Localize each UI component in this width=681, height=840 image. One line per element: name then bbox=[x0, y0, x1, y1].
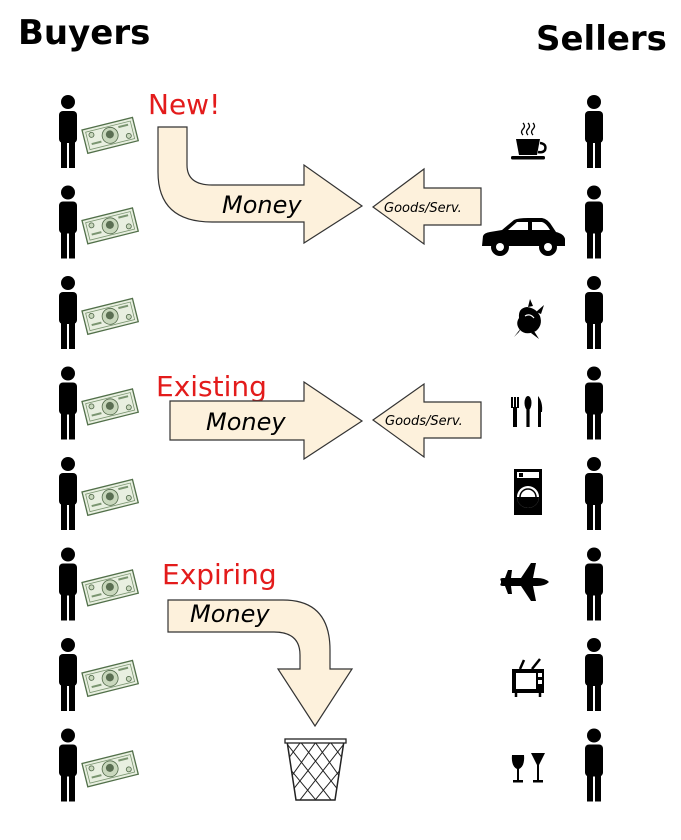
buyer-person-icon bbox=[59, 276, 77, 349]
washing-machine-icon bbox=[514, 469, 542, 515]
seller-person-icon bbox=[585, 547, 603, 621]
new-goods-text: Goods/Serv. bbox=[384, 201, 462, 216]
buyer-person-icon bbox=[59, 95, 77, 168]
existing-money-text: Money bbox=[206, 408, 286, 436]
dollar-bill-icon bbox=[81, 750, 139, 788]
buyers-column bbox=[59, 95, 139, 802]
seller-person-icon bbox=[585, 638, 603, 711]
existing-goods-text: Goods/Serv. bbox=[385, 414, 463, 429]
expiring-money-text: Money bbox=[190, 600, 270, 628]
dollar-bill-icon bbox=[81, 116, 139, 154]
seller-person-icon bbox=[585, 366, 603, 440]
coffee-cup-icon bbox=[511, 122, 547, 160]
expiring-money-arrow bbox=[167, 599, 354, 728]
buyer-person-icon bbox=[59, 366, 77, 440]
waste-basket-icon bbox=[284, 738, 347, 801]
car-icon bbox=[482, 218, 565, 256]
wine-glasses-icon bbox=[511, 753, 545, 783]
buyer-person-icon bbox=[59, 728, 77, 802]
dollar-bill-icon bbox=[81, 388, 139, 426]
buyer-person-icon bbox=[59, 547, 77, 621]
dollar-bill-icon bbox=[81, 297, 139, 335]
new-goods-arrow bbox=[371, 167, 482, 246]
seller-person-icon bbox=[585, 276, 603, 349]
seller-person-icon bbox=[585, 95, 603, 168]
cutlery-icon bbox=[511, 396, 543, 427]
dollar-bill-icon bbox=[81, 569, 139, 607]
chicken-icon bbox=[514, 299, 544, 339]
existing-money-label: Existing bbox=[156, 370, 267, 403]
existing-goods-arrow bbox=[371, 382, 482, 459]
seller-person-icon bbox=[585, 457, 603, 530]
sellers-heading: Sellers bbox=[536, 19, 667, 59]
seller-person-icon bbox=[585, 728, 603, 802]
buyer-person-icon bbox=[59, 185, 77, 259]
expiring-money-label: Expiring bbox=[162, 558, 277, 591]
existing-money-arrow bbox=[169, 380, 364, 461]
airplane-icon bbox=[500, 563, 549, 601]
seller-person-icon bbox=[585, 185, 603, 259]
new-money-label: New! bbox=[148, 88, 220, 121]
dollar-bill-icon bbox=[81, 659, 139, 697]
sellers-column bbox=[585, 95, 603, 802]
dollar-bill-icon bbox=[81, 478, 139, 516]
new-money-arrow bbox=[157, 126, 364, 245]
tv-icon bbox=[512, 658, 544, 697]
buyer-person-icon bbox=[59, 638, 77, 711]
dollar-bill-icon bbox=[81, 207, 139, 245]
new-money-text: Money bbox=[222, 191, 302, 219]
buyers-heading: Buyers bbox=[18, 13, 150, 53]
buyer-person-icon bbox=[59, 457, 77, 530]
